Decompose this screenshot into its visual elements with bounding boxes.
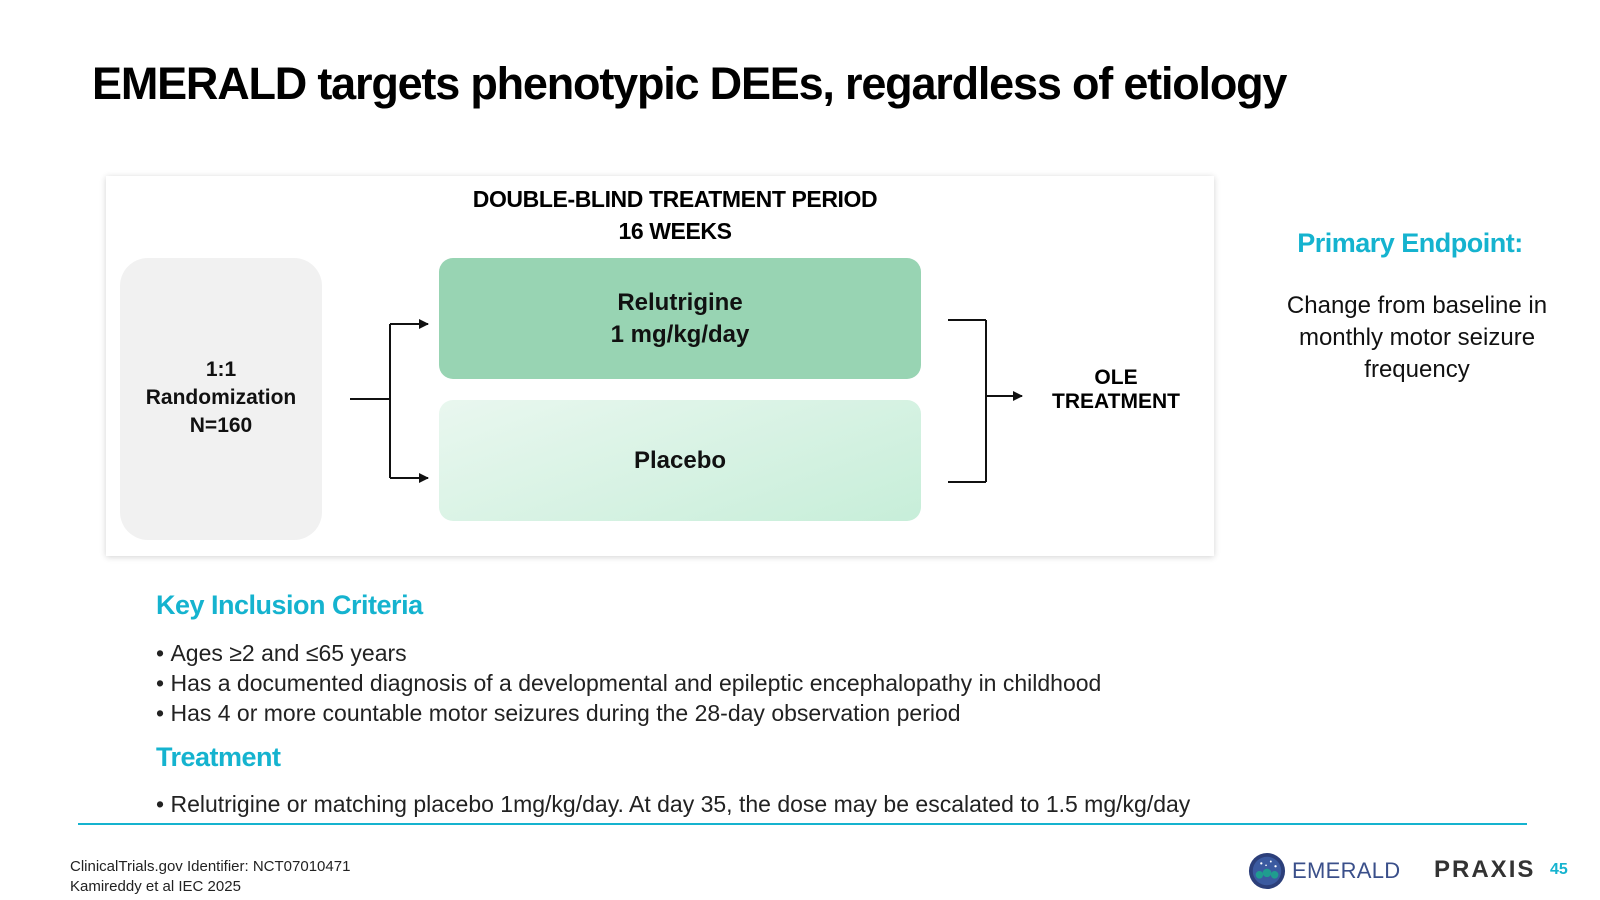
footer-divider bbox=[78, 823, 1527, 825]
randomization-n: N=160 bbox=[189, 414, 253, 437]
ole-line-2: TREATMENT bbox=[1052, 390, 1180, 413]
inclusion-criteria-title: Key Inclusion Criteria bbox=[156, 590, 423, 620]
praxis-logo-text-post: IS bbox=[1508, 856, 1536, 883]
primary-endpoint-title: Primary Endpoint: bbox=[1297, 228, 1523, 258]
relutrigine-arm-dose: 1 mg/kg/day bbox=[610, 320, 750, 348]
footnote-trial-id: ClinicalTrials.gov Identifier: NCT070104… bbox=[70, 858, 351, 875]
relutrigine-arm-name: Relutrigine bbox=[617, 288, 743, 316]
page-number: 45 bbox=[1550, 861, 1568, 878]
period-line-1: DOUBLE-BLIND TREATMENT PERIOD bbox=[472, 186, 878, 212]
treatment-list: Relutrigine or matching placebo 1mg/kg/d… bbox=[156, 789, 1190, 819]
list-item: Has a documented diagnosis of a developm… bbox=[156, 668, 1101, 698]
randomization-label: Randomization bbox=[145, 386, 297, 409]
primary-endpoint-text: Change from baseline in monthly motor se… bbox=[1286, 292, 1548, 383]
list-item: Ages ≥2 and ≤65 years bbox=[156, 638, 1101, 668]
relutrigine-arm: Relutrigine 1 mg/kg/day bbox=[439, 258, 921, 379]
praxis-logo-text-pre: PRA bbox=[1434, 856, 1491, 883]
praxis-logo-text-x: X bbox=[1490, 856, 1509, 883]
placebo-arm-name: Placebo bbox=[633, 446, 727, 474]
emerald-logo-icon bbox=[1248, 852, 1286, 890]
treatment-title: Treatment bbox=[156, 742, 281, 772]
randomization-text: 1:1 Randomization N=160 bbox=[120, 356, 322, 440]
list-item: Has 4 or more countable motor seizures d… bbox=[156, 698, 1101, 728]
emerald-logo-text: EMERALD bbox=[1292, 858, 1401, 883]
list-item: Relutrigine or matching placebo 1mg/kg/d… bbox=[156, 789, 1190, 819]
ole-treatment-label: OLE TREATMENT bbox=[1040, 366, 1192, 414]
footnote-citation: Kamireddy et al IEC 2025 bbox=[70, 878, 241, 895]
placebo-arm: Placebo bbox=[439, 400, 921, 521]
period-line-2: 16 WEEKS bbox=[618, 218, 732, 244]
ole-line-1: OLE bbox=[1094, 366, 1138, 389]
praxis-logo-icon: PRAXIS bbox=[1434, 856, 1535, 886]
randomization-box bbox=[120, 258, 322, 540]
randomization-ratio: 1:1 bbox=[205, 358, 237, 381]
inclusion-criteria-list: Ages ≥2 and ≤65 years Has a documented d… bbox=[156, 638, 1101, 728]
slide-title: EMERALD targets phenotypic DEEs, regardl… bbox=[92, 58, 1287, 109]
footnote: ClinicalTrials.gov Identifier: NCT070104… bbox=[70, 857, 350, 897]
